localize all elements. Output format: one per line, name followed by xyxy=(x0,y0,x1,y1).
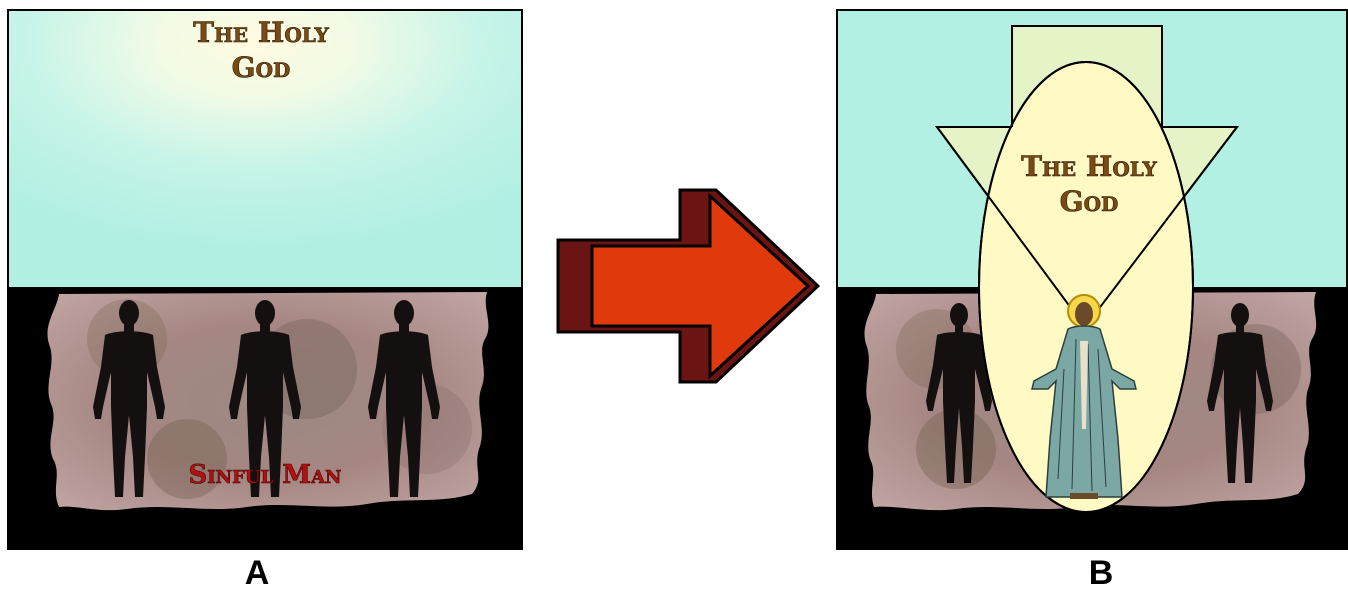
panel-b: The Holy God xyxy=(836,9,1348,550)
panel-a-illustration: The Holy God Sinful Man xyxy=(7,9,523,550)
panel-a: The Holy God Sinful Man xyxy=(7,9,523,550)
caption-a: A xyxy=(227,556,287,590)
heaven-label-line1: The Holy xyxy=(193,16,329,49)
transition-arrow xyxy=(556,188,820,384)
heaven-label-line2: God xyxy=(1060,185,1119,218)
arrow-right-icon xyxy=(556,188,820,384)
panel-b-illustration: The Holy God xyxy=(836,9,1348,550)
caption-b: B xyxy=(1071,556,1131,590)
heaven-label-line2: God xyxy=(232,51,291,84)
heaven-label-line1: The Holy xyxy=(1021,150,1157,183)
sinful-man-label: Sinful Man xyxy=(188,460,341,490)
